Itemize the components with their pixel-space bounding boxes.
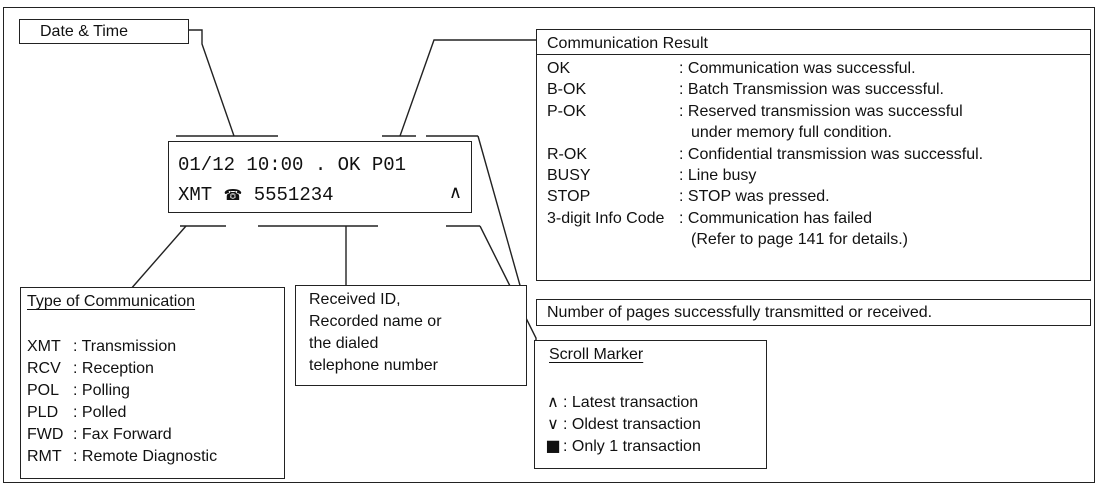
scroll-marker-title: Scroll Marker: [549, 346, 644, 363]
type-desc: : Polling: [73, 382, 130, 399]
received-id-line: telephone number: [309, 357, 438, 374]
result-code: 3-digit Info Code: [547, 209, 665, 227]
result-row: 3-digit Info Code : Communication has fai…: [547, 208, 983, 229]
result-code: OK: [547, 60, 571, 77]
type-code: PLD: [27, 404, 59, 421]
result-code: P-OK: [547, 102, 587, 120]
result-row: B-OK : Batch Transmission was successful.: [547, 79, 983, 100]
type-desc: : Remote Diagnostic: [73, 448, 218, 465]
date-time-box: Date & Time: [19, 19, 189, 44]
lcd-row-1: 01/12 10:00 . OK P01: [178, 154, 407, 176]
lcd-number: 5551234: [253, 184, 334, 206]
result-row: OK : Communication was successful.: [547, 58, 983, 79]
type-code: FWD: [27, 426, 64, 443]
lcd-display: 01/12 10:00 . OK P01 XMT ☎ 5551234 ∧: [168, 141, 472, 213]
result-code: BUSY: [547, 166, 591, 184]
pages-box: Number of pages successfully transmitted…: [536, 299, 1091, 326]
type-row: POL : Polling: [27, 380, 217, 402]
result-desc: under memory full condition.: [691, 124, 892, 142]
result-row: R-OK : Confidential transmission was succ…: [547, 144, 983, 165]
received-id-line: Received ID,: [309, 291, 401, 308]
result-row: BUSY : Line busy: [547, 165, 983, 186]
received-id-line: the dialed: [309, 335, 379, 352]
received-id-line: Recorded name or: [309, 313, 442, 330]
result-desc: : Line busy: [679, 166, 757, 184]
type-code: XMT: [27, 338, 61, 355]
scroll-marker-row: ∧: Latest transaction: [545, 391, 701, 413]
single-marker-icon: ■: [545, 436, 561, 455]
scroll-marker-row: ■: Only 1 transaction: [545, 435, 701, 457]
oldest-marker-icon: ∨: [547, 414, 559, 433]
type-row: XMT : Transmission: [27, 336, 217, 358]
scroll-marker-row: ∨: Oldest transaction: [545, 413, 701, 435]
result-row: STOP : STOP was pressed.: [547, 186, 983, 207]
date-time-label: Date & Time: [40, 23, 129, 40]
type-code: RMT: [27, 448, 62, 465]
result-row: (Refer to page 141 for details.): [547, 229, 983, 250]
result-code: R-OK: [547, 145, 587, 163]
type-row: RCV : Reception: [27, 358, 217, 380]
diagram-frame: [3, 7, 1095, 483]
result-desc: : STOP was pressed.: [679, 188, 830, 206]
type-row: PLD : Polled: [27, 402, 217, 424]
pages-label: Number of pages successfully transmitted…: [547, 304, 933, 321]
type-desc: : Fax Forward: [73, 426, 172, 443]
scroll-marker-icon: ∧: [448, 182, 462, 203]
lcd-row-2: XMT ☎ 5551234: [178, 184, 334, 206]
result-row: P-OK : Reserved transmission was successf…: [547, 101, 983, 122]
scroll-marker-desc: : Only 1 transaction: [563, 438, 701, 455]
type-row: RMT : Remote Diagnostic: [27, 446, 217, 468]
scroll-marker-desc: : Oldest transaction: [563, 416, 701, 433]
result-desc: : Confidential transmission was successf…: [679, 145, 984, 163]
communication-result-box: Communication Result OK : Communication w…: [536, 29, 1091, 281]
result-desc: : Communication has failed: [679, 209, 872, 227]
received-id-box: Received ID, Recorded name or the dialed te…: [295, 285, 527, 386]
result-desc: (Refer to page 141 for details.): [691, 231, 909, 249]
type-code: POL: [27, 382, 60, 399]
latest-marker-icon: ∧: [547, 392, 559, 411]
type-row: FWD : Fax Forward: [27, 424, 217, 446]
result-code: B-OK: [547, 81, 587, 99]
type-code: RCV: [27, 360, 61, 377]
type-desc: : Reception: [73, 360, 154, 377]
type-of-communication-title: Type of Communication: [27, 293, 196, 310]
scroll-marker-box: Scroll Marker ∧: Latest transaction∨: Ol…: [534, 340, 767, 469]
result-code: STOP: [547, 188, 591, 206]
result-desc: : Batch Transmission was successful.: [679, 81, 944, 99]
communication-result-title: Communication Result: [547, 35, 708, 52]
phone-icon: ☎: [223, 186, 243, 204]
result-desc: : Reserved transmission was successful: [679, 102, 963, 120]
result-row: under memory full condition.: [547, 122, 983, 143]
result-desc: : Communication was successful.: [679, 60, 916, 77]
type-desc: : Transmission: [73, 338, 177, 355]
type-desc: : Polled: [73, 404, 127, 421]
lcd-type: XMT: [178, 184, 213, 206]
scroll-marker-desc: : Latest transaction: [563, 394, 699, 411]
